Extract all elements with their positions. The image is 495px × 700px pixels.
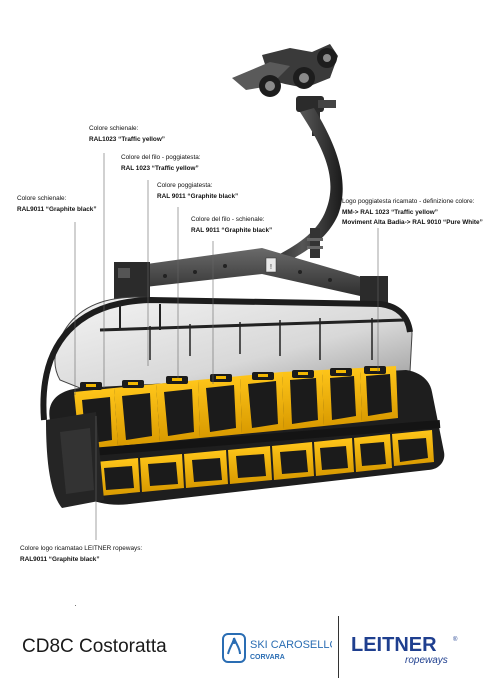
callout-title: Colore logo ricamatao LEITNER ropeways: — [20, 545, 143, 552]
callout-thread-headrest: Colore del filo - poggiatesta: RAL 1023 … — [121, 153, 201, 174]
leader-lines — [74, 153, 379, 540]
callout-headrest-color: Colore poggiatesta: RAL 9011 “Graphite b… — [157, 181, 238, 202]
callout-leitner-logo-color: Colore logo ricamatao LEITNER ropeways: … — [20, 544, 142, 565]
ski-logo-line1: SKI CAROSELLO — [250, 639, 332, 651]
callout-value: RAL 9011 “Graphite black” — [157, 192, 239, 200]
callout-value: RAL 9011 “Graphite black” — [191, 226, 273, 234]
callout-backrest-color-1: Colore schienale: RAL1023 “Traffic yello… — [89, 124, 165, 145]
callout-title: Colore schienale: — [89, 125, 139, 132]
callout-value: RAL9011 “Graphite black” — [20, 555, 100, 563]
safety-bar-arc — [40, 296, 413, 421]
product-name: CD8C Costoratta — [22, 636, 167, 657]
callout-value-line-2: Moviment Alta Badia-> RAL 9010 “Pure Whi… — [342, 219, 483, 226]
logo-divider — [338, 616, 339, 678]
leitner-wordmark: LEITNER — [351, 634, 437, 656]
svg-text:!: ! — [270, 264, 272, 271]
leitner-sub: ropeways — [405, 655, 448, 666]
callout-value: RAL9011 “Graphite black” — [17, 205, 97, 213]
callout-title: Colore del filo - schienale: — [191, 216, 265, 223]
leitner-logo: LEITNER ® ropeways — [351, 634, 458, 666]
callout-value-line-1: MM-> RAL 1023 “Traffic yellow” — [342, 208, 438, 216]
callout-value: RAL 1023 “Traffic yellow” — [121, 164, 199, 172]
callout-backrest-color-2: Colore schienale: RAL9011 “Graphite blac… — [17, 194, 97, 215]
ski-carosello-logo: SKI CAROSELLO CORVARA — [222, 633, 332, 663]
stray-dot — [75, 605, 76, 606]
callout-title: Colore schienale: — [17, 195, 67, 202]
callout-thread-backrest: Colore del filo - schienale: RAL 9011 “G… — [191, 215, 272, 236]
grip-assembly — [232, 44, 338, 136]
callout-logo-headrest: Logo poggiatesta ricamato - definizione … — [342, 197, 483, 229]
registered-mark: ® — [453, 636, 458, 643]
callout-title: Logo poggiatesta ricamato - definizione … — [342, 198, 475, 205]
callout-title: Colore del filo - poggiatesta: — [121, 154, 201, 161]
callout-value: RAL1023 “Traffic yellow” — [89, 135, 166, 143]
callout-title: Colore poggiatesta: — [157, 182, 213, 189]
backrests — [74, 366, 398, 452]
hanger-arm — [262, 108, 343, 270]
seat-cushions — [96, 430, 434, 496]
ski-logo-line2: CORVARA — [250, 654, 285, 661]
footrest-bar — [65, 420, 441, 458]
